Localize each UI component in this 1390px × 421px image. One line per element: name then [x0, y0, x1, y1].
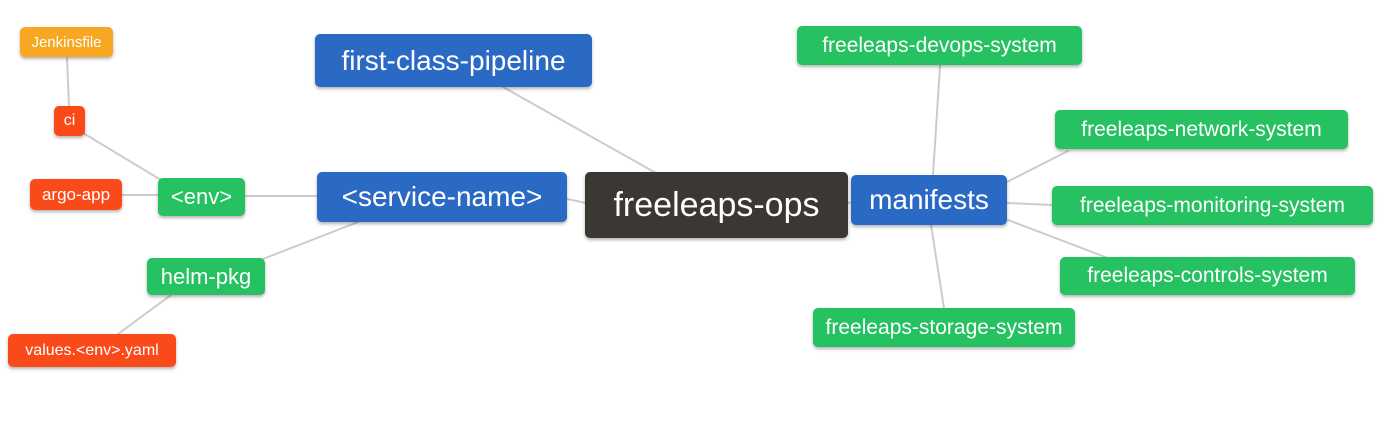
edge-manifests-monitoring [1006, 202, 1054, 206]
node-controls-system[interactable]: freeleaps-controls-system [1060, 257, 1355, 295]
edge-manifests-devops [932, 65, 941, 176]
node-service-name[interactable]: <service-name> [317, 172, 567, 222]
edge-jenkinsfile-ci [66, 56, 70, 108]
node-storage-system[interactable]: freeleaps-storage-system [813, 308, 1075, 347]
node-env[interactable]: <env> [158, 178, 245, 216]
edge-manifests-controls [1007, 219, 1109, 259]
edge-ci-env [82, 132, 162, 181]
node-argo-app[interactable]: argo-app [30, 179, 122, 210]
edge-pipeline-ops [502, 86, 657, 174]
edge-helm-pkg-service-name [262, 221, 359, 260]
node-values-env-yaml[interactable]: values.<env>.yaml [8, 334, 176, 367]
node-network-system[interactable]: freeleaps-network-system [1055, 110, 1348, 149]
edge-manifests-storage [930, 224, 945, 309]
node-first-class-pipeline[interactable]: first-class-pipeline [315, 34, 592, 87]
edge-manifests-network [1006, 150, 1069, 183]
node-monitoring-system[interactable]: freeleaps-monitoring-system [1052, 186, 1373, 225]
node-manifests[interactable]: manifests [851, 175, 1007, 225]
node-ci[interactable]: ci [54, 106, 85, 136]
node-jenkinsfile[interactable]: Jenkinsfile [20, 27, 113, 57]
node-freeleaps-ops[interactable]: freeleaps-ops [585, 172, 848, 238]
edge-service-name-ops [566, 198, 587, 204]
node-helm-pkg[interactable]: helm-pkg [147, 258, 265, 295]
node-devops-system[interactable]: freeleaps-devops-system [797, 26, 1082, 65]
edge-values-yaml-helm-pkg [117, 294, 172, 335]
